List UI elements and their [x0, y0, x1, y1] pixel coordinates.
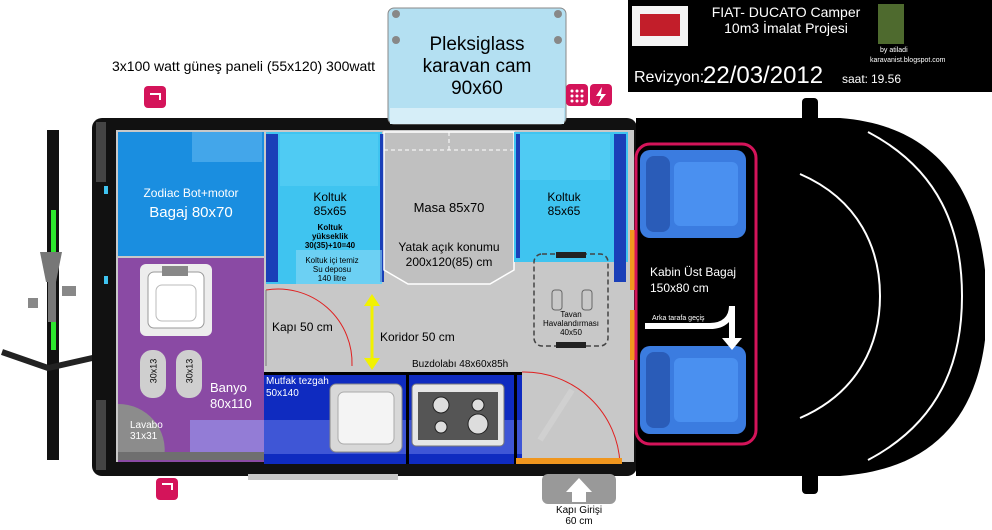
corridor-label: Koridor 50 cm: [380, 330, 455, 344]
bath-line1: Banyo: [210, 380, 247, 395]
seat-height-line2: yükseklik: [311, 232, 349, 241]
revision-date: 22/03/2012: [703, 62, 824, 89]
window-line2: karavan cam: [422, 56, 532, 77]
seat-left-line1: Koltuk: [313, 190, 347, 204]
seat-height-line1: Koltuk: [317, 223, 343, 232]
header-panel: [628, 0, 992, 92]
blog-url: karavanist.blogspot.com: [870, 57, 946, 64]
project-title: FIAT- DUCATO Camper 10m3 İmalat Projesi: [692, 4, 880, 36]
fridge-label: Buzdolabı 48x60x85h: [412, 359, 509, 370]
seat-height-label: Koltuk yükseklik 30(35)+10=40: [278, 223, 382, 250]
vent-line2: Havalandırması: [542, 319, 600, 328]
vent-line1: Tavan: [560, 310, 582, 319]
arrow-up-icon: [566, 478, 592, 502]
storage-label-1: Zodiac Bot+motor: [143, 186, 239, 200]
back-pass-label: Arka tarafa geçiş: [652, 315, 705, 322]
storage-label-2: Bagaj 80x70: [149, 204, 233, 221]
water-line3: 140 litre: [317, 274, 347, 283]
shower-icon: [156, 478, 178, 500]
water-tank-label: Koltuk içi temiz Su deposu 140 litre: [280, 256, 384, 283]
sink-label: Lavabo 31x31: [130, 420, 163, 442]
seat-left-line2: 85x65: [313, 204, 347, 218]
foot-mark-2: 30x13: [184, 358, 195, 384]
door-label: Kapı 50 cm: [272, 320, 333, 334]
bath-line2: 80x110: [210, 396, 252, 411]
water-tap-icon: [144, 86, 166, 108]
window-label: Pleksiglass karavan cam 90x60: [388, 34, 566, 100]
sink-line1: Lavabo: [130, 420, 163, 431]
author-name: by atiladi: [880, 47, 908, 54]
revision-label: Revizyon:: [634, 69, 705, 86]
corridor-arrow-icon: [364, 294, 380, 370]
seat-left-label: Koltuk 85x65: [280, 190, 380, 218]
cabin-storage-label: Kabin Üst Bagaj 150x80 cm: [650, 264, 736, 296]
kitchen-line2: 50x140: [266, 388, 299, 399]
bed-label: Yatak açık konumu 200x120(85) cm: [384, 240, 514, 270]
cabin-line2: 150x80 cm: [650, 281, 709, 295]
kitchen-line1: Mutfak tezgah: [266, 376, 329, 387]
entry-line1: Kapı Girişi: [555, 505, 603, 516]
time-value: 19.56: [871, 72, 902, 86]
seat-right-line2: 85x65: [547, 204, 581, 218]
table-label: Masa 85x70: [413, 200, 485, 215]
entry-line2: 60 cm: [565, 516, 593, 527]
seat-right-line1: Koltuk: [547, 190, 581, 204]
seat-right-label: Koltuk 85x65: [514, 190, 614, 218]
entry-label: Kapı Girişi 60 cm: [542, 505, 616, 527]
cabin-line1: Kabin Üst Bagaj: [650, 265, 737, 279]
title-line2: 10m3 İmalat Projesi: [724, 20, 848, 36]
window-line3: 90x60: [451, 78, 503, 99]
water-line1: Koltuk içi temiz: [305, 256, 359, 265]
foot-mark-1: 30x13: [148, 358, 159, 384]
author-photo: [878, 4, 904, 44]
vent-line3: 40x50: [560, 328, 582, 337]
seat-height-line3: 30(35)+10=40: [304, 241, 356, 250]
sink-line2: 31x31: [130, 431, 158, 442]
title-line1: FIAT- DUCATO Camper: [711, 4, 861, 20]
bed-line1: Yatak açık konumu: [398, 240, 500, 254]
solar-panel-note: 3x100 watt güneş paneli (55x120) 300watt: [112, 58, 376, 74]
vent-label: Tavan Havalandırması 40x50: [534, 310, 608, 337]
bicycle-rack-icon: [1, 130, 111, 460]
window-line1: Pleksiglass: [429, 34, 525, 55]
time-label: saat:: [842, 72, 869, 86]
van-photo: [640, 14, 680, 36]
kitchen-label: Mutfak tezgah 50x140: [266, 376, 329, 400]
bathroom-label: Banyo 80x110: [210, 380, 252, 412]
water-line2: Su deposu: [312, 265, 352, 274]
bed-line2: 200x120(85) cm: [405, 255, 493, 269]
